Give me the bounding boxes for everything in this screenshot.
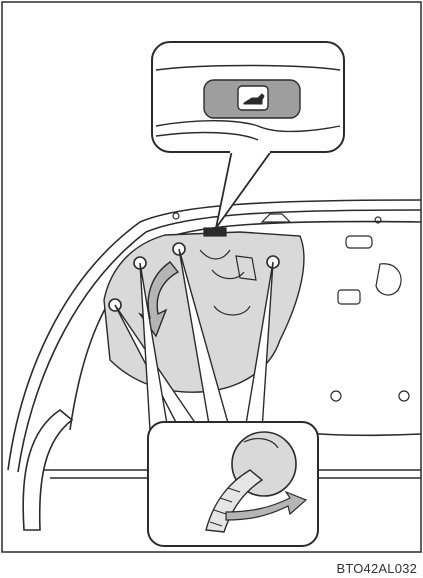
figure-code: BTO42AL032 xyxy=(336,561,417,576)
switch-callout-pointer xyxy=(216,150,272,228)
